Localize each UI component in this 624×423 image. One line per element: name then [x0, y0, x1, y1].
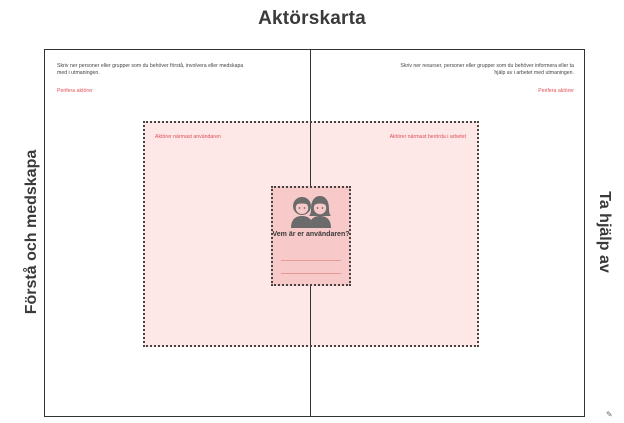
corner-mark-icon: ✎	[606, 410, 613, 419]
users-icon	[291, 196, 331, 228]
zone-label-right: Aktörer närmast berörda i arbetet	[389, 134, 466, 140]
writing-line	[281, 260, 341, 261]
peripheral-label-left: Perifera aktörer	[57, 88, 93, 94]
zone-label-left: Aktörer närmast användaren	[155, 134, 221, 140]
instructions-left: Skriv ner personer eller grupper som du …	[57, 63, 244, 76]
center-question: Vem är er användaren?	[272, 231, 350, 238]
map-frame	[44, 49, 585, 417]
peripheral-label-right: Perifera aktörer	[538, 88, 574, 94]
page-title: Aktörskarta	[258, 8, 366, 29]
side-label-left: Förstå och medskapa	[23, 149, 40, 315]
center-user-box[interactable]	[271, 186, 351, 286]
writing-line	[281, 273, 341, 274]
instructions-right: Skriv ner resurser, personer eller grupp…	[400, 63, 574, 76]
side-label-right: Ta hjälp av	[596, 191, 613, 273]
